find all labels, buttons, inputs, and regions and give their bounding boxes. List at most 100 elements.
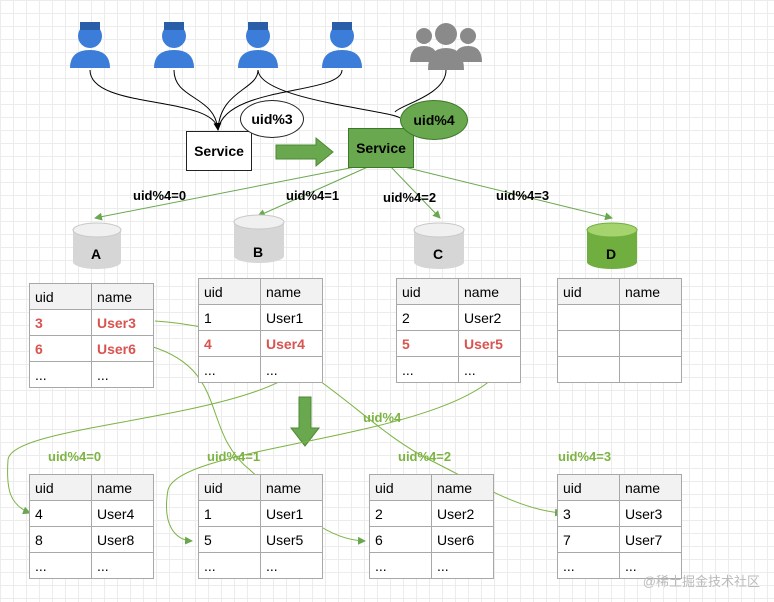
- user-icon: [322, 22, 362, 68]
- modulo-callout-old: uid%3: [240, 100, 304, 138]
- database-label-d: D: [606, 246, 617, 262]
- table-row: ......: [198, 356, 323, 383]
- migration-label: uid%4: [363, 410, 402, 425]
- cell-name: User6: [431, 526, 494, 553]
- cell-name: ...: [431, 552, 494, 579]
- column-header: name: [260, 278, 323, 305]
- cell-name: User5: [260, 526, 323, 553]
- cell-name: [619, 356, 682, 383]
- cell-uid: 8: [29, 526, 92, 553]
- table-row: ......: [396, 356, 521, 383]
- table-row: [557, 330, 682, 357]
- cell-uid: ...: [29, 361, 92, 388]
- cell-uid: 5: [396, 330, 459, 357]
- table-row: ......: [557, 552, 682, 579]
- column-header: uid: [29, 474, 92, 501]
- cell-name: User4: [91, 500, 154, 527]
- table-row: [557, 304, 682, 331]
- bottom-label-0: uid%4=0: [48, 449, 102, 464]
- cell-name: User4: [260, 330, 323, 357]
- database-icon-c: [413, 222, 465, 269]
- database-label-a: A: [91, 246, 102, 262]
- modulo-new-label: uid%4: [413, 112, 455, 128]
- cell-uid: 1: [198, 500, 261, 527]
- cell-uid: [557, 356, 620, 383]
- cell-name: User6: [91, 335, 154, 362]
- cell-name: User3: [91, 309, 154, 336]
- cell-name: [619, 304, 682, 331]
- cell-uid: ...: [198, 356, 261, 383]
- cell-uid: 3: [557, 500, 620, 527]
- cell-uid: 4: [29, 500, 92, 527]
- column-header: uid: [198, 278, 261, 305]
- column-header: name: [619, 278, 682, 305]
- cell-uid: 2: [396, 304, 459, 331]
- cell-name: ...: [91, 361, 154, 388]
- table-row: ......: [29, 552, 154, 579]
- modulo-callout-new: uid%4: [400, 100, 468, 140]
- cell-uid: [557, 304, 620, 331]
- cell-uid: ...: [29, 552, 92, 579]
- cell-uid: 6: [369, 526, 432, 553]
- user-group-icon: [410, 23, 482, 70]
- cell-name: [619, 330, 682, 357]
- cell-name: User2: [458, 304, 521, 331]
- watermark: @稀土掘金技术社区: [642, 574, 760, 589]
- cell-uid: 3: [29, 309, 92, 336]
- cell-name: ...: [260, 356, 323, 383]
- user-icon: [70, 22, 110, 68]
- column-header: name: [458, 278, 521, 305]
- cell-name: User8: [91, 526, 154, 553]
- cell-name: User3: [619, 500, 682, 527]
- database-icon-d: [586, 222, 638, 269]
- cell-name: ...: [458, 356, 521, 383]
- cell-uid: 5: [198, 526, 261, 553]
- route-label-0: uid%4=0: [133, 188, 187, 203]
- user-icon: [238, 22, 278, 68]
- column-header: uid: [396, 278, 459, 305]
- cell-uid: 7: [557, 526, 620, 553]
- bottom-label-2: uid%4=2: [398, 449, 452, 464]
- cell-uid: 6: [29, 335, 92, 362]
- database-icon-b: [233, 214, 285, 263]
- cell-name: ...: [260, 552, 323, 579]
- column-header: uid: [557, 474, 620, 501]
- cell-name: ...: [91, 552, 154, 579]
- database-icon-a: [72, 222, 122, 269]
- service-box-old: Service: [186, 131, 252, 171]
- column-header: uid: [198, 474, 261, 501]
- cell-uid: ...: [557, 552, 620, 579]
- cell-uid: 2: [369, 500, 432, 527]
- service-new-label: Service: [356, 140, 406, 156]
- table-row: ......: [29, 361, 154, 388]
- cell-uid: ...: [198, 552, 261, 579]
- table-row: [557, 356, 682, 383]
- column-header: name: [91, 474, 154, 501]
- route-label-2: uid%4=2: [383, 190, 437, 205]
- modulo-old-label: uid%3: [251, 111, 293, 127]
- bottom-label-1: uid%4=1: [207, 449, 261, 464]
- route-label-1: uid%4=1: [286, 188, 340, 203]
- cell-name: ...: [619, 552, 682, 579]
- column-header: name: [91, 283, 154, 310]
- cell-name: User5: [458, 330, 521, 357]
